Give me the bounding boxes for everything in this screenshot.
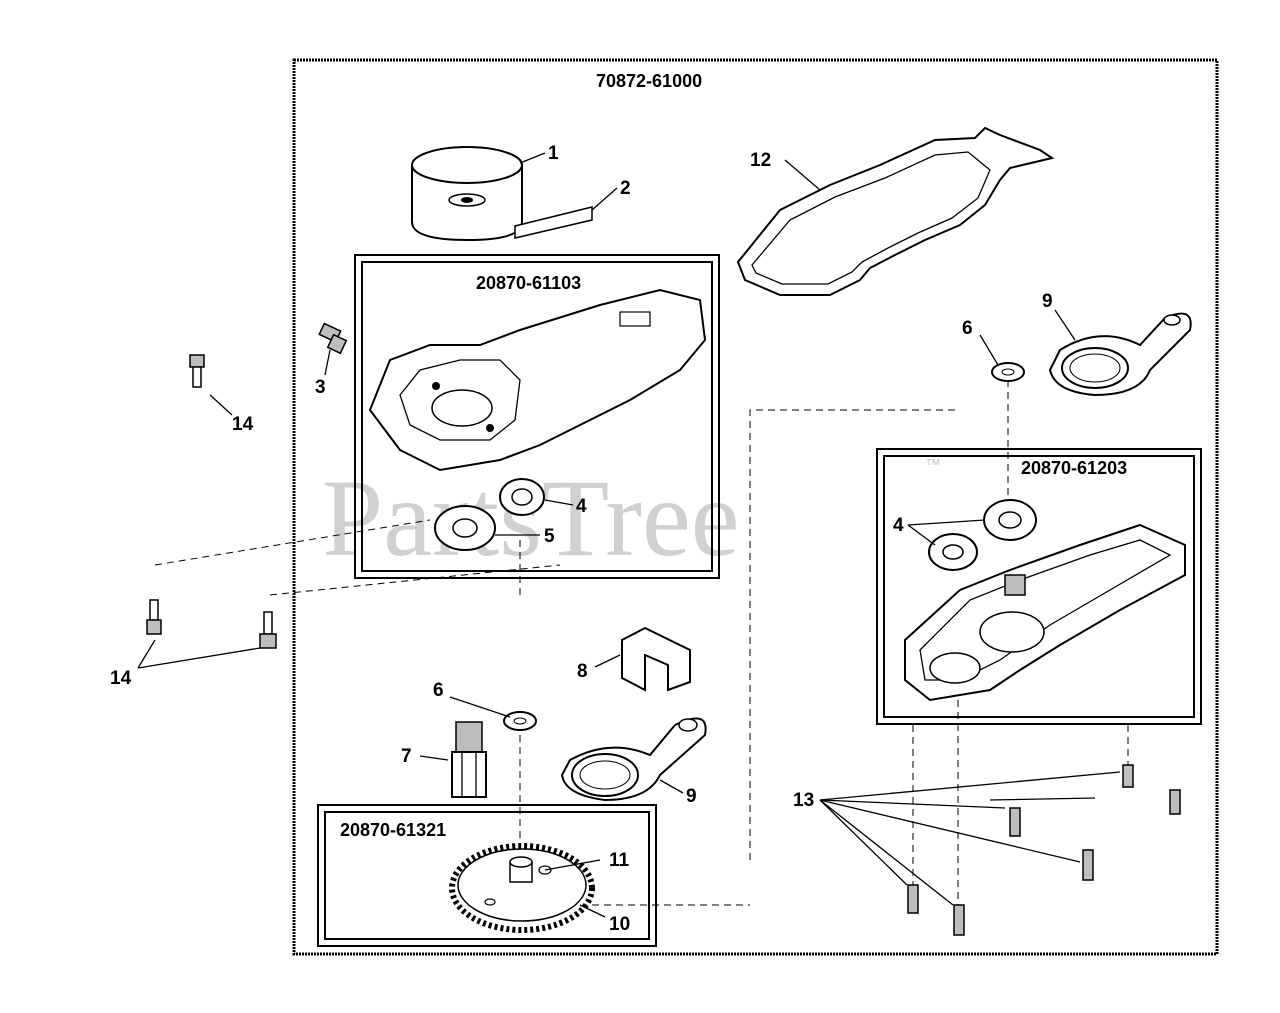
lower-case-part-number: 20870-61203 <box>1021 458 1127 478</box>
assembly-part-number: 70872-61000 <box>596 71 702 91</box>
callout-6: 6 <box>433 680 444 701</box>
upper-case-box <box>354 254 720 579</box>
part-5-bearing <box>434 505 496 551</box>
callout-7: 7 <box>401 746 412 767</box>
part-14-screw <box>189 354 205 388</box>
upper-case-part-number: 20870-61103 <box>476 273 581 293</box>
part-10-gear <box>449 843 595 933</box>
leader-lines <box>137 152 1121 918</box>
part-12-gasket <box>736 126 1055 296</box>
upper-case-housing <box>368 288 707 472</box>
callout-11: 11 <box>609 850 630 871</box>
part-7-pinion <box>451 721 487 798</box>
watermark: PartsTree <box>322 457 740 579</box>
callout-8: 8 <box>577 661 588 682</box>
callout-14: 14 <box>232 414 254 435</box>
part-14-screw <box>146 599 162 635</box>
gear-part-number: 20870-61321 <box>340 820 446 840</box>
callout-3: 3 <box>315 377 326 398</box>
gear-box <box>317 804 657 947</box>
lower-case-box <box>876 448 1202 725</box>
part-6-washer <box>991 362 1025 382</box>
lower-case-housing <box>904 523 1186 702</box>
part-3-fitting <box>318 322 348 355</box>
assembly-lines <box>154 380 1129 906</box>
part-4-bearing <box>983 499 1037 541</box>
part-14-screw <box>259 611 277 649</box>
part-4-bearing <box>499 478 545 516</box>
callout-1: 1 <box>548 143 559 164</box>
part-13-screws <box>907 764 1181 936</box>
callout-9: 9 <box>1042 291 1053 312</box>
part-1-cup <box>411 146 523 242</box>
part-2-plate <box>514 206 593 239</box>
outer-frame <box>292 58 1219 956</box>
callout-6: 6 <box>962 318 973 339</box>
watermark-tm: ™ <box>925 457 941 474</box>
callout-9: 9 <box>686 786 697 807</box>
callout-10: 10 <box>609 914 630 935</box>
callout-13: 13 <box>793 790 814 811</box>
callout-4: 4 <box>893 515 904 536</box>
part-11-shaft <box>509 856 533 883</box>
part-8-block <box>621 626 691 692</box>
callout-14: 14 <box>110 668 132 689</box>
part-9-arm <box>1048 312 1192 397</box>
callout-5: 5 <box>544 526 555 547</box>
callout-12: 12 <box>750 150 771 171</box>
callout-2: 2 <box>620 178 631 199</box>
part-6-washer <box>503 711 537 731</box>
part-4-bearing <box>928 533 978 571</box>
callout-4: 4 <box>576 496 587 517</box>
part-9-arm <box>560 717 707 802</box>
